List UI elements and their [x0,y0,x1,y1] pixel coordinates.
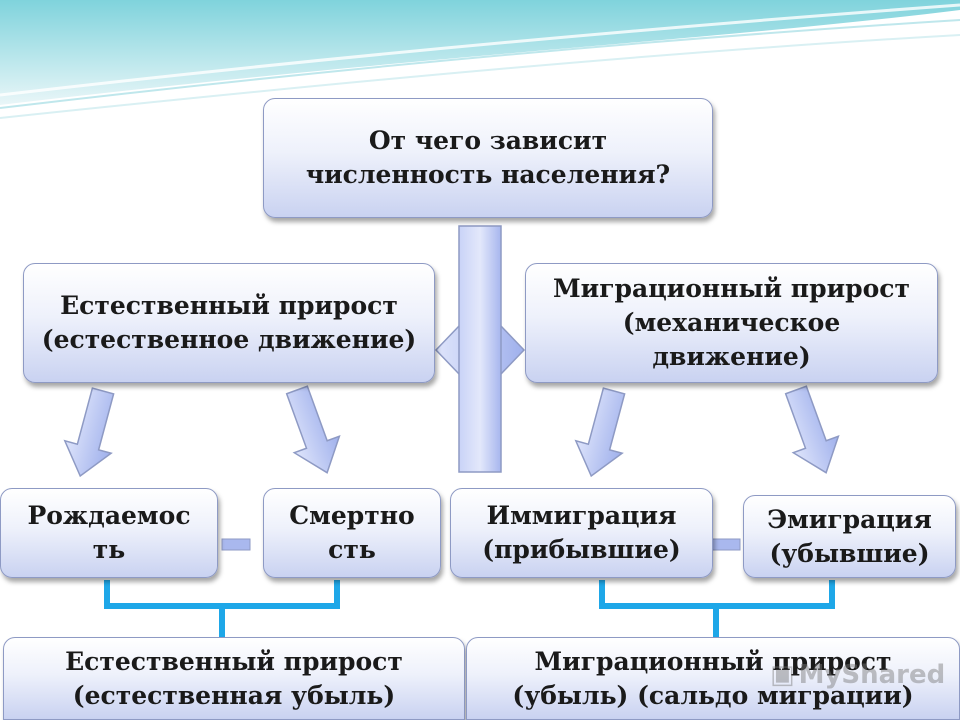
migration-result-line1: Миграционный прирост [534,646,892,676]
emigration-line2: (убывшие) [769,538,930,568]
migration-result-box: Миграционный прирост (убыль) (сальдо миг… [466,637,960,720]
double-arrow-horizontal [434,323,526,377]
dash-connector-left [221,538,251,551]
root-question-box: От чего зависит численность населения? [263,98,713,218]
migration-result-line2: (убыль) (сальдо миграции) [512,680,914,710]
birth-rate-box: Рождаемос ть [0,488,218,578]
migration-growth-text: Миграционный прирост (механическое движе… [553,274,910,371]
watermark-logo-icon: ▣ [770,660,795,690]
immigration-box: Иммиграция (прибывшие) [450,488,713,578]
header-wave-decoration [0,0,960,119]
down-arrow-1 [63,387,115,478]
migration-growth-box: Миграционный прирост (механическое движе… [525,263,938,383]
death-rate-line1: Смертно [289,501,415,530]
down-arrow-4 [784,385,840,474]
bracket-left [104,580,340,637]
vertical-connector-bar [458,225,502,473]
death-rate-box: Смертно сть [263,488,441,578]
natural-growth-text: Естественный прирост (естественное движе… [41,291,417,354]
death-rate-line2: сть [328,535,376,564]
watermark: ▣ MyShared [770,660,945,690]
birth-rate-line1: Рождаемос [27,501,191,530]
root-question-text: От чего зависит численность населения? [305,126,671,189]
watermark-text: MyShared [798,660,946,690]
down-arrow-2 [285,385,341,474]
natural-result-line2: (естественная убыль) [72,680,396,710]
bracket-right [599,580,835,637]
birth-rate-line2: ть [92,535,126,564]
natural-growth-box: Естественный прирост (естественное движе… [23,263,435,383]
emigration-box: Эмиграция (убывшие) [743,495,956,578]
dash-connector-right [711,538,741,551]
down-arrow-3 [574,387,626,478]
natural-result-line1: Естественный прирост [65,646,403,676]
natural-result-box: Естественный прирост (естественная убыль… [3,637,465,720]
immigration-line1: Иммиграция [486,501,677,530]
emigration-line1: Эмиграция [767,504,932,534]
immigration-line2: (прибывшие) [482,535,681,564]
